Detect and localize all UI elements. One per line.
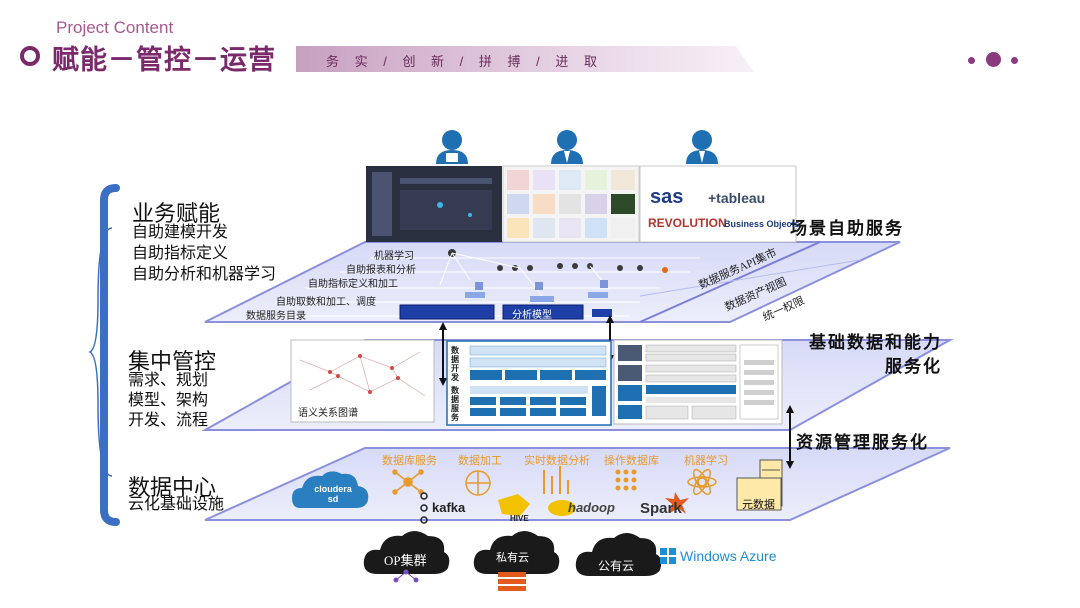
kafka-logo-text: kafka	[432, 500, 465, 515]
bottom-category: 数据加工	[458, 452, 502, 468]
flow-label: 自助取数和加工、调度	[276, 293, 376, 308]
flow-label: 数据服务目录	[246, 307, 306, 322]
group-item: 云化基础设施	[128, 494, 224, 515]
data-dev-label: 数据开发	[451, 346, 465, 382]
group-item: 自助建模开发	[132, 222, 228, 243]
label-resource-mgmt: 资源管理服务化	[796, 428, 956, 453]
windows-azure-label: Windows Azure	[680, 548, 776, 564]
revolution-logo: REVOLUTION	[648, 216, 727, 230]
data-processing-icon	[466, 471, 490, 495]
spark-logo-text: Spark	[640, 500, 682, 517]
model-small-box	[592, 309, 612, 317]
metadata-label: 元数据	[742, 496, 775, 512]
hadoop-logo-text: hadoop	[568, 500, 615, 515]
group-item: 需求、规划	[128, 370, 208, 391]
bottom-category: 机器学习	[684, 452, 728, 468]
hive-logo-text: HIVE	[510, 514, 529, 523]
data-service-label: 数据服务	[451, 386, 465, 422]
windows-azure-logo-icon	[660, 548, 676, 564]
cloud-public-label: 公有云	[598, 557, 634, 574]
flow-label: 机器学习	[374, 247, 414, 262]
group-item: 自助分析和机器学习	[132, 264, 276, 285]
bottom-category: 实时数据分析	[524, 452, 590, 468]
tableau-logo: +tableau	[708, 190, 765, 206]
bottom-category: 操作数据库	[604, 452, 659, 468]
group-item: 自助指标定义	[132, 243, 228, 264]
label-base-data-line2: 服务化	[770, 352, 942, 377]
cloud-op-label: OP集群	[384, 550, 427, 569]
group-item: 开发、流程	[128, 410, 208, 431]
flow-label: 自助指标定义和加工	[308, 275, 398, 290]
service-catalog-bar	[400, 305, 494, 319]
cloud-private-label: 私有云	[496, 549, 529, 565]
cloudera-logo-text: cloudera sd	[308, 484, 358, 504]
label-scene-service: 场景自助服务	[790, 214, 930, 239]
operational-db-icon	[616, 470, 637, 491]
semantic-graph-caption: 语义关系图谱	[298, 404, 358, 419]
charts-thumbnails	[507, 170, 635, 238]
analysis-model-label: 分析模型	[512, 306, 552, 321]
group-item: 模型、架构	[128, 390, 208, 411]
bottom-category: 数据库服务	[382, 452, 437, 468]
flow-label: 自助报表和分析	[346, 261, 416, 276]
business-objects-logo: Business Objects	[724, 219, 800, 229]
sas-logo: sas	[650, 186, 683, 209]
label-base-data-line1: 基础数据和能力	[770, 328, 942, 353]
